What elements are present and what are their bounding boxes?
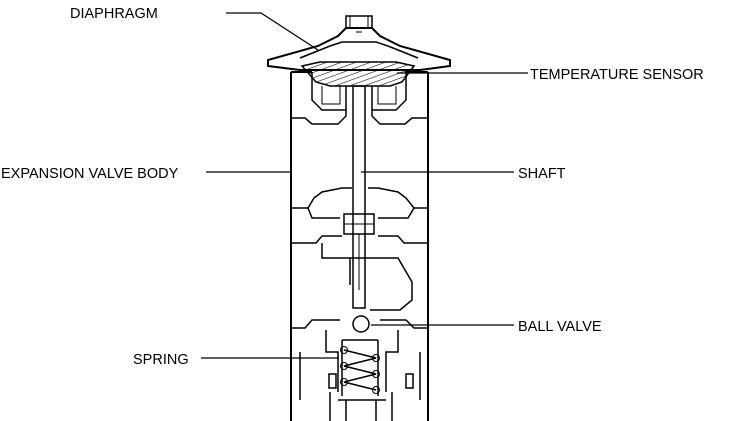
leader-lines	[201, 12, 528, 359]
ball-valve	[352, 315, 370, 333]
label-spring: SPRING	[133, 352, 189, 368]
label-expansion-valve-body: EXPANSION VALVE BODY	[1, 166, 179, 182]
temperature-sensor-element	[300, 61, 416, 111]
valve-body	[290, 71, 429, 421]
spring	[328, 339, 414, 396]
label-diaphragm: DIAPHRAGM	[70, 6, 158, 22]
diaphragm-cap	[267, 15, 451, 71]
label-shaft: SHAFT	[518, 166, 566, 182]
label-ball-valve: BALL VALVE	[518, 319, 602, 335]
shaft	[343, 85, 375, 309]
label-temperature-sensor: TEMPERATURE SENSOR	[530, 67, 704, 83]
